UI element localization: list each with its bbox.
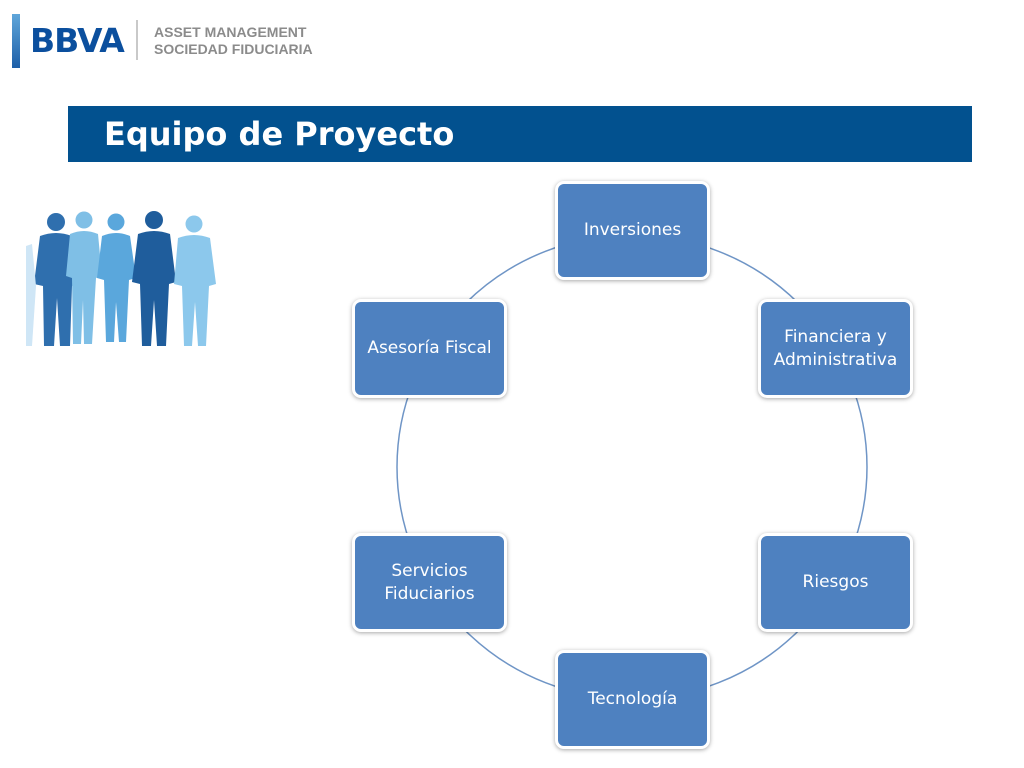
logo-bbva: BBVA [30, 21, 125, 60]
node-label: Financiera y Administrativa [773, 326, 898, 370]
node-label: Tecnología [587, 689, 678, 709]
logo-subtitle-line-2: SOCIEDAD FIDUCIARIA [154, 41, 313, 57]
node-label: Inversiones [583, 220, 682, 240]
logo-subtitle: ASSET MANAGEMENT SOCIEDAD FIDUCIARIA [154, 24, 313, 58]
people-silhouettes-icon [26, 211, 216, 346]
node-label: Asesoría Fiscal [367, 338, 492, 358]
title-banner: Equipo de Proyecto [68, 106, 972, 162]
node-inversiones: Inversiones [555, 181, 710, 280]
node-label: Riesgos [802, 572, 869, 592]
logo-divider [136, 20, 138, 60]
node-servicios-fiduciarios: Servicios Fiduciarios [352, 533, 507, 632]
node-riesgos: Riesgos [758, 533, 913, 632]
logo-accent-bar [12, 14, 20, 68]
logo-subtitle-line-1: ASSET MANAGEMENT [154, 24, 307, 40]
node-asesoria-fiscal: Asesoría Fiscal [352, 299, 507, 398]
node-label: Servicios Fiduciarios [384, 560, 475, 604]
node-financiera-administrativa: Financiera y Administrativa [758, 299, 913, 398]
node-tecnologia: Tecnología [555, 650, 710, 749]
page-title: Equipo de Proyecto [104, 115, 455, 153]
